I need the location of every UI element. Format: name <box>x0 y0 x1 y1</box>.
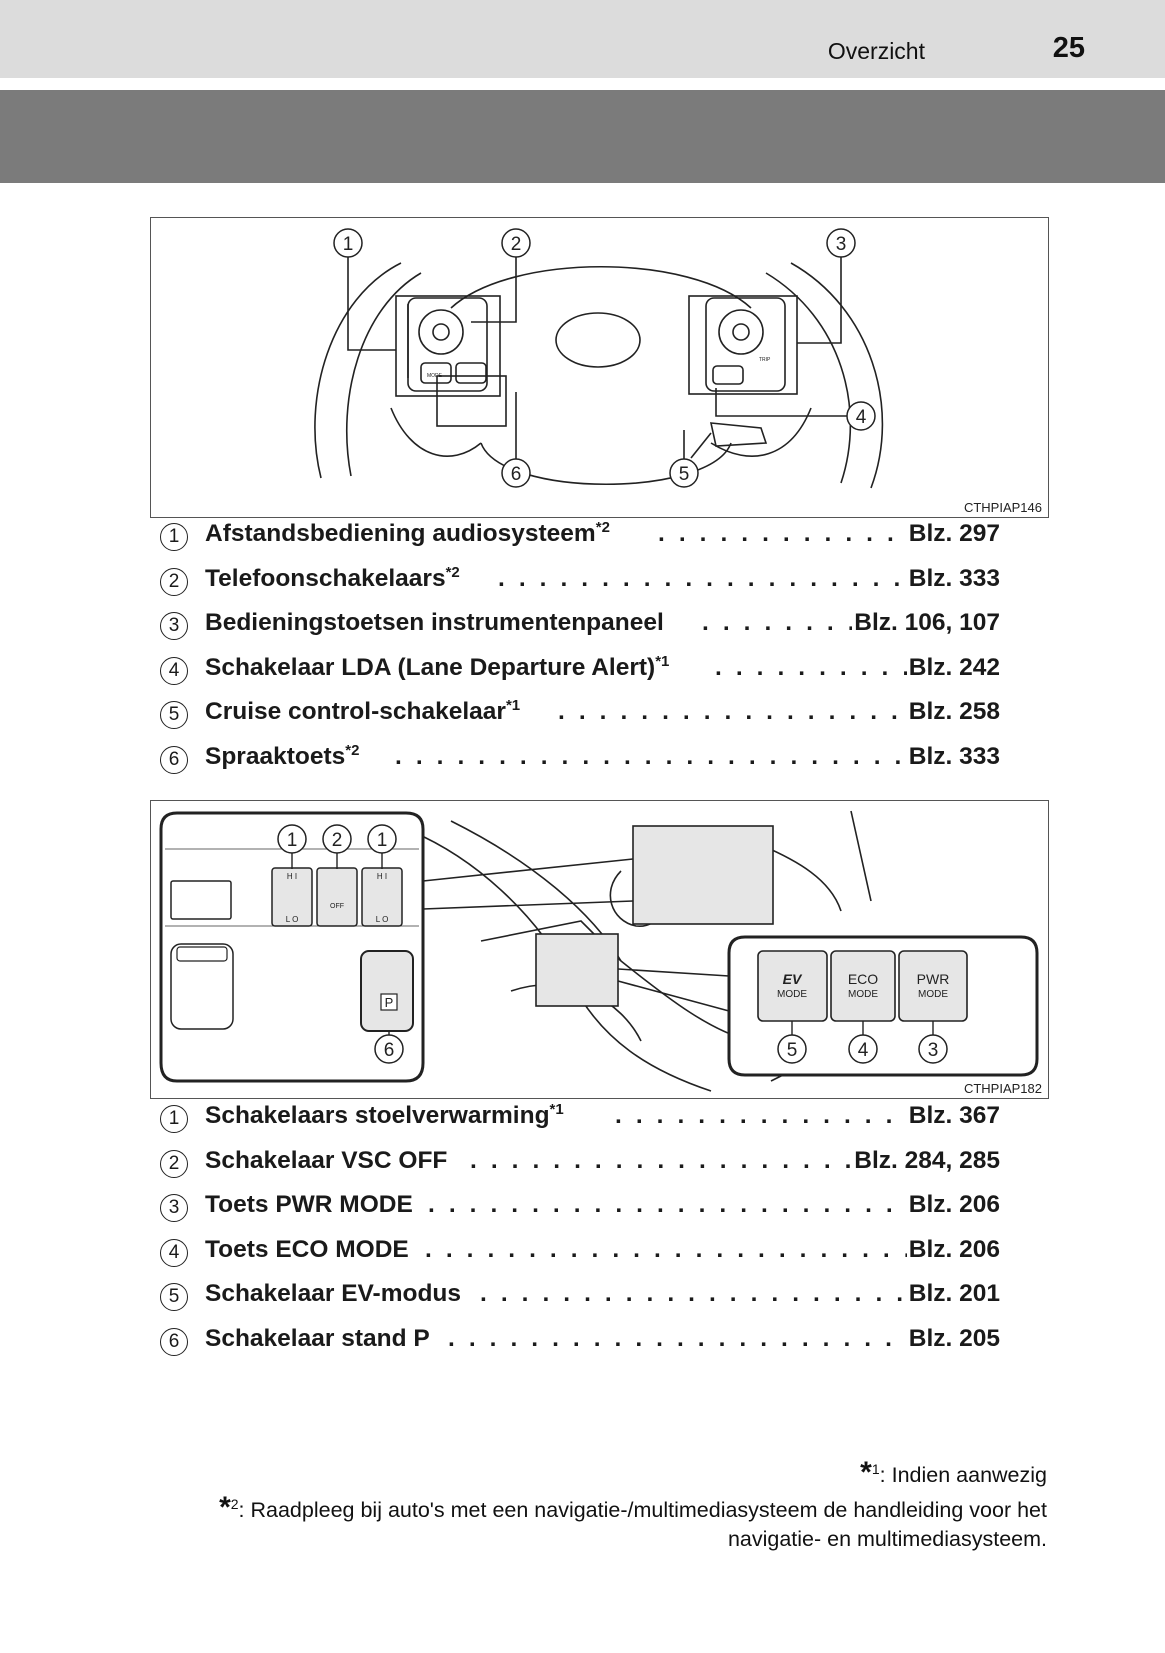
item-number: 5 <box>160 1283 188 1311</box>
item-label: Toets ECO MODE <box>205 1235 409 1263</box>
footnotes: *1: Indien aanwezig *2: Raadpleeg bij au… <box>219 1455 1047 1554</box>
callout-seat-heater-right: 1 <box>377 830 388 851</box>
pwr-mode-button-top: PWR <box>917 971 950 987</box>
pwr-mode-button-bottom: MODE <box>918 989 948 1000</box>
item-number: 2 <box>160 1149 188 1178</box>
item-number: 6 <box>160 1327 188 1356</box>
item-page: Blz. 333 <box>906 564 1000 593</box>
item-label: Schakelaars stoelverwarming*1 <box>205 1100 564 1129</box>
trip-mark: TRIP <box>759 357 771 363</box>
list-item: 5 Schakelaar EV-modus . . . . . . . . . … <box>160 1278 1000 1323</box>
item-label: Cruise control-schakelaar*1 <box>205 696 521 725</box>
item-page: Blz. 297 <box>906 520 1000 548</box>
item-page: Blz. 206 <box>906 1191 1000 1219</box>
list-item: 3 Toets PWR MODE . . . . . . . . . . . .… <box>160 1189 1000 1234</box>
ev-mode-button-bottom: MODE <box>777 989 807 1000</box>
item-number: 2 <box>160 567 188 596</box>
eco-mode-button-bottom: MODE <box>848 989 878 1000</box>
item-page: Blz. 284, 285 <box>852 1146 1000 1175</box>
hi-mark: H I <box>377 872 387 881</box>
callout-pwr: 3 <box>928 1040 939 1061</box>
steering-wheel-illustration: 1 2 3 4 5 6 MODE TRIP <box>314 228 884 489</box>
callout-seat-heater-left: 1 <box>287 830 298 851</box>
list-item: 3 Bedieningstoetsen instrumentenpaneel .… <box>160 607 1000 652</box>
item-number: 1 <box>160 523 188 551</box>
item-label: Schakelaar VSC OFF <box>205 1146 448 1174</box>
footnote-2-continued: navigatie- en multimediasysteem. <box>727 1527 1047 1552</box>
list-item: 4 Toets ECO MODE . . . . . . . . . . . .… <box>160 1234 1000 1279</box>
callout-2: 2 <box>511 234 522 255</box>
seat-heater-panel-inset: 1 2 1 6 H I L O OFF H I L O P <box>159 811 425 1083</box>
section-title: Overzicht <box>827 38 925 64</box>
item-page: Blz. 367 <box>906 1102 1000 1130</box>
item-label: Toets PWR MODE <box>205 1191 413 1218</box>
callout-vsc: 2 <box>332 830 343 851</box>
hi-mark: H I <box>287 872 297 881</box>
list-item: 2 Telefoonschakelaars*2 . . . . . . . . … <box>160 563 1000 608</box>
list-item: 2 Schakelaar VSC OFF . . . . . . . . . .… <box>160 1145 1000 1190</box>
item-page: Blz. 205 <box>906 1324 1000 1353</box>
off-mark: OFF <box>330 903 344 910</box>
item-number: 3 <box>160 612 188 640</box>
eco-mode-button-top: ECO <box>848 971 878 987</box>
item-label: Afstandsbediening audiosysteem*2 <box>205 518 610 547</box>
drive-mode-panel-inset: EV MODE ECO MODE PWR MODE 5 4 3 <box>727 935 1039 1077</box>
item-page: Blz. 242 <box>906 653 1000 682</box>
console-illustration: 1 2 1 6 H I L O OFF H I L O P EV MODE EC… <box>159 810 1039 1092</box>
item-number: 4 <box>160 1238 188 1267</box>
figure-code: CTHPIAP182 <box>963 1081 1042 1096</box>
item-page: Blz. 201 <box>906 1280 1000 1308</box>
list-item: 6 Spraaktoets*2 . . . . . . . . . . . . … <box>160 741 1000 786</box>
figure-code: CTHPIAP146 <box>963 500 1042 515</box>
ev-mode-button-top: EV <box>783 971 803 987</box>
item-label: Telefoonschakelaars*2 <box>205 563 460 592</box>
console-switch-list: 1 Schakelaars stoelverwarming*1 . . . . … <box>160 1100 1000 1367</box>
lo-mark: L O <box>286 915 299 924</box>
list-item: 6 Schakelaar stand P . . . . . . . . . .… <box>160 1323 1000 1368</box>
page-number: 25 <box>1052 32 1085 64</box>
steering-callouts: 1 2 3 4 5 6 <box>333 228 876 488</box>
footnote-2: *2: Raadpleeg bij auto's met een navigat… <box>219 1491 1047 1525</box>
item-page: Blz. 106, 107 <box>852 609 1000 637</box>
footnote-1: *1: Indien aanwezig <box>860 1456 1047 1490</box>
item-label: Schakelaar EV-modus <box>205 1280 462 1307</box>
lo-mark: L O <box>376 915 389 924</box>
callout-p-switch: 6 <box>384 1040 395 1061</box>
callout-eco: 4 <box>858 1040 869 1061</box>
list-item: 4 Schakelaar LDA (Lane Departure Alert)*… <box>160 652 1000 697</box>
p-mark: P <box>385 995 394 1010</box>
steering-wheel-figure: 1 2 3 4 5 6 MODE TRIP CTHPIAP146 <box>150 217 1049 518</box>
title-band <box>0 90 1165 183</box>
list-item: 5 Cruise control-schakelaar*1 . . . . . … <box>160 696 1000 741</box>
steering-switch-list: 1 Afstandsbediening audiosysteem*2 . . .… <box>160 518 1000 785</box>
header-band <box>0 0 1165 78</box>
list-item: 1 Afstandsbediening audiosysteem*2 . . .… <box>160 518 1000 563</box>
item-label: Schakelaar stand P <box>205 1324 430 1352</box>
item-number: 5 <box>160 701 188 729</box>
item-page: Blz. 333 <box>906 742 1000 771</box>
item-label: Bedieningstoetsen instrumentenpaneel <box>205 609 664 636</box>
item-page: Blz. 258 <box>906 698 1000 726</box>
item-number: 6 <box>160 745 188 774</box>
item-number: 4 <box>160 656 188 685</box>
callout-3: 3 <box>836 234 847 255</box>
console-figure: 1 2 1 6 H I L O OFF H I L O P EV MODE EC… <box>150 800 1049 1099</box>
callout-4: 4 <box>856 407 867 428</box>
item-number: 1 <box>160 1105 188 1133</box>
item-label: Schakelaar LDA (Lane Departure Alert)*1 <box>205 652 670 681</box>
callout-6: 6 <box>511 464 522 485</box>
item-number: 3 <box>160 1194 188 1222</box>
mode-mark: MODE <box>427 373 443 379</box>
item-label: Spraaktoets*2 <box>205 741 360 770</box>
callout-ev: 5 <box>787 1040 798 1061</box>
list-item: 1 Schakelaars stoelverwarming*1 . . . . … <box>160 1100 1000 1145</box>
item-page: Blz. 206 <box>906 1235 1000 1264</box>
callout-5: 5 <box>679 464 690 485</box>
callout-1: 1 <box>343 234 354 255</box>
